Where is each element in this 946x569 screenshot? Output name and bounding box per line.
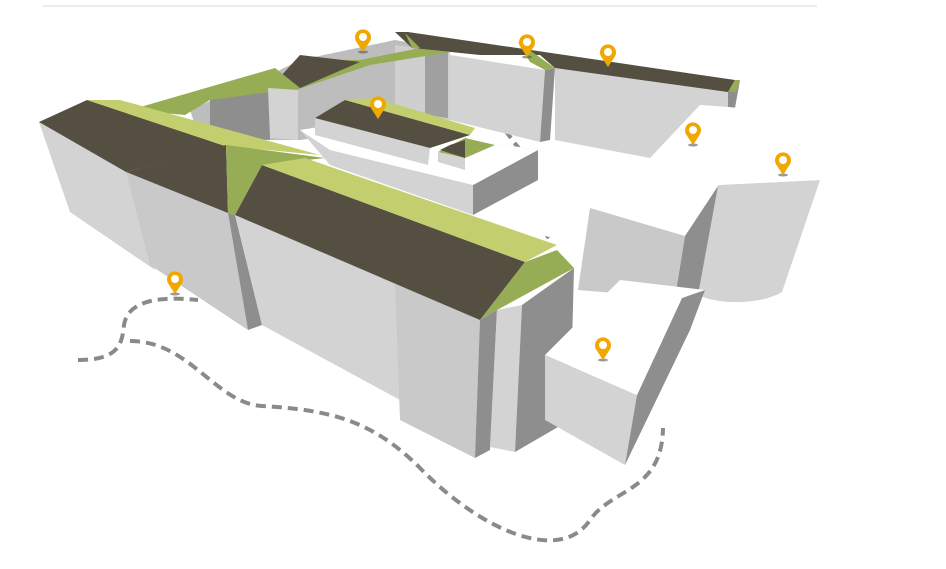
middle-block <box>126 145 325 330</box>
map-pin-icon[interactable] <box>600 44 616 69</box>
path-front <box>129 339 665 543</box>
main-block <box>235 158 574 458</box>
map-pin-icon[interactable] <box>370 96 386 121</box>
map-pin-icon[interactable] <box>685 122 701 147</box>
map-pin-icon[interactable] <box>519 34 535 59</box>
map-pin-icon[interactable] <box>167 271 183 296</box>
right-building <box>578 186 718 298</box>
front-right-block <box>545 280 705 465</box>
map-pin-icon[interactable] <box>595 337 611 362</box>
location-pins <box>167 29 791 362</box>
map-pin-icon[interactable] <box>775 152 791 177</box>
path-left <box>77 296 199 362</box>
inner-building <box>300 98 538 215</box>
left-wing <box>39 100 320 270</box>
map-pin-icon[interactable] <box>355 29 371 54</box>
top-divider <box>43 5 817 7</box>
